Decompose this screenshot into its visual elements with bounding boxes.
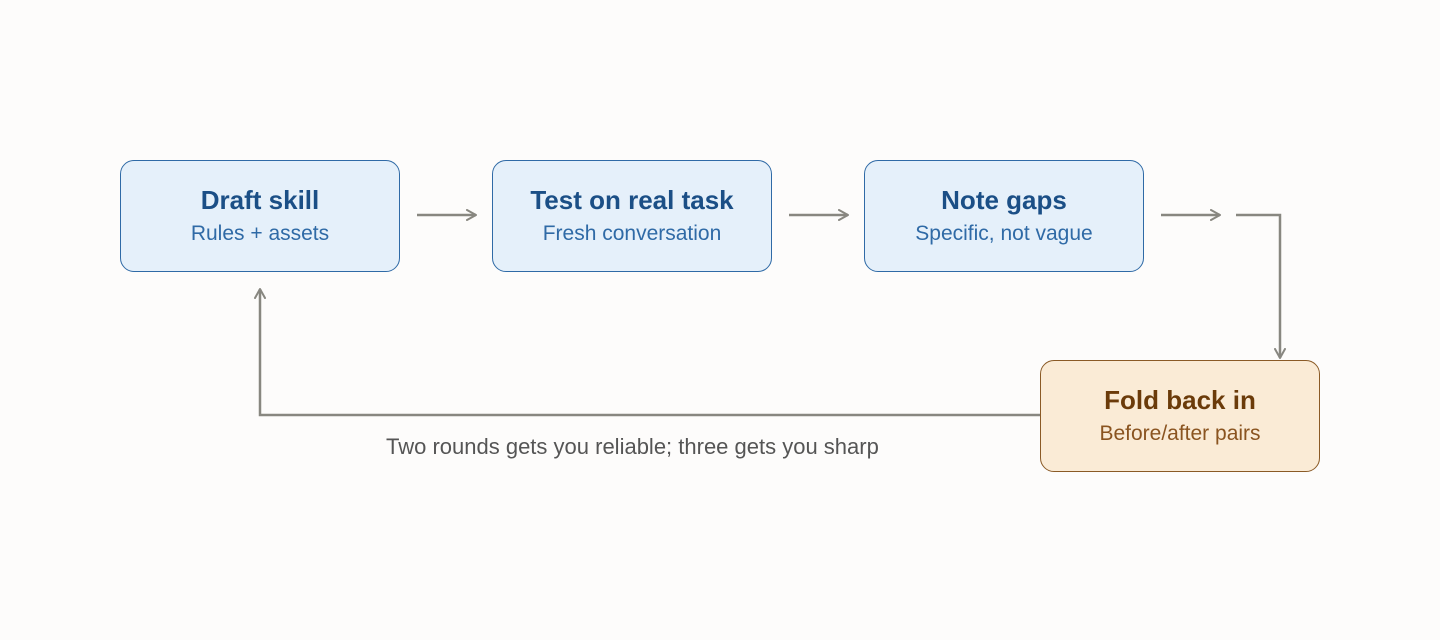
step-subtitle: Specific, not vague [915,222,1093,245]
step-title: Draft skill [200,185,320,215]
step-fold-back-in: Fold back in Before/after pairs [1040,360,1320,472]
step-test-on-real-task: Test on real task Fresh conversation [492,160,772,272]
step-title: Fold back in [1104,385,1256,415]
arrow-loop-back-to-draft [254,288,1040,417]
arrow-to-fold-back [1236,213,1286,359]
step-subtitle: Fresh conversation [542,222,722,245]
step-note-gaps: Note gaps Specific, not vague [864,160,1144,272]
step-title: Test on real task [530,185,734,215]
step-draft-skill: Draft skill Rules + assets [120,160,400,272]
step-title: Note gaps [941,185,1067,215]
step-subtitle: Rules + assets [190,222,330,245]
loop-caption: Two rounds gets you reliable; three gets… [386,434,879,459]
step-subtitle: Before/after pairs [1099,422,1261,445]
